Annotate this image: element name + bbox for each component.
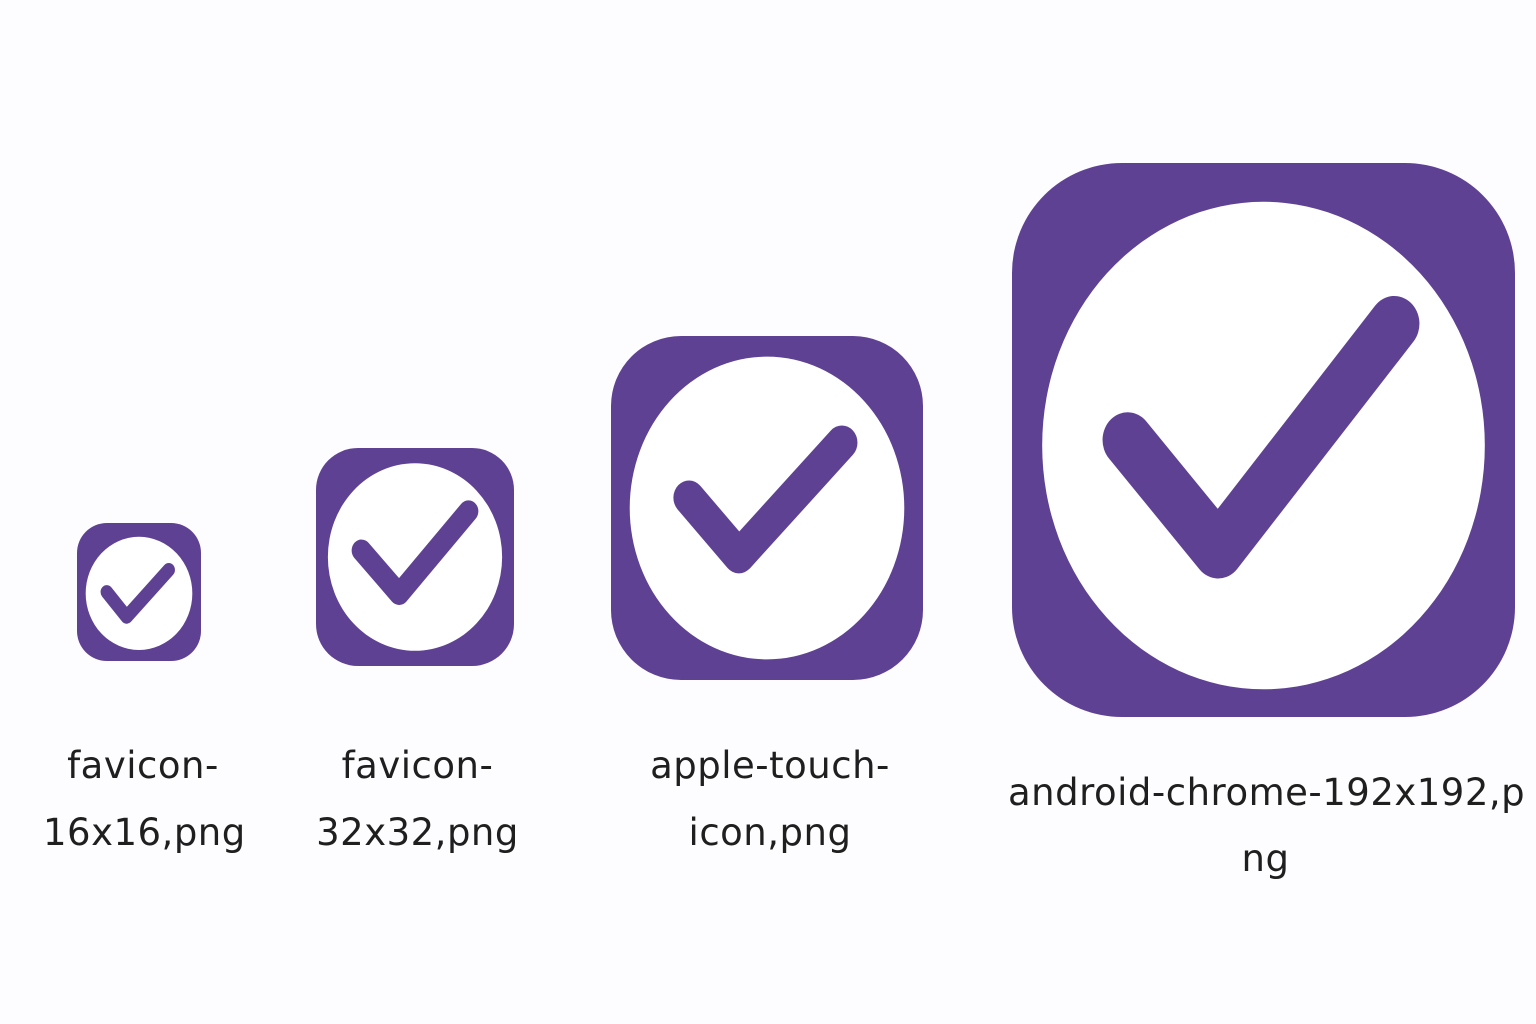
label-line: 32x32,png — [316, 811, 519, 854]
apple-touch-icon-label: apple-touch- icon,png — [630, 732, 910, 866]
favicon-32-label: favicon- 32x32,png — [305, 732, 530, 866]
label-line: android-chrome-192x192,p — [1008, 771, 1526, 814]
favicon-16-tile — [77, 523, 201, 661]
android-chrome-192-label: android-chrome-192x192,p ng — [1008, 760, 1526, 892]
label-line: 16x16,png — [43, 811, 246, 854]
apple-touch-icon-tile — [611, 336, 923, 680]
label-line: ng — [1241, 837, 1290, 880]
favicon-16-label: favicon- 16x16,png — [43, 732, 246, 866]
label-line: favicon- — [67, 744, 219, 787]
check-circle-icon — [1042, 201, 1485, 690]
check-circle-icon — [327, 463, 503, 651]
label-line: icon,png — [688, 811, 852, 854]
check-circle-icon — [85, 536, 193, 650]
android-chrome-192-tile — [1012, 163, 1515, 717]
favicon-32-tile — [316, 448, 514, 666]
check-circle-icon — [629, 356, 905, 660]
label-line: apple-touch- — [650, 744, 890, 787]
label-line: favicon- — [341, 744, 494, 787]
